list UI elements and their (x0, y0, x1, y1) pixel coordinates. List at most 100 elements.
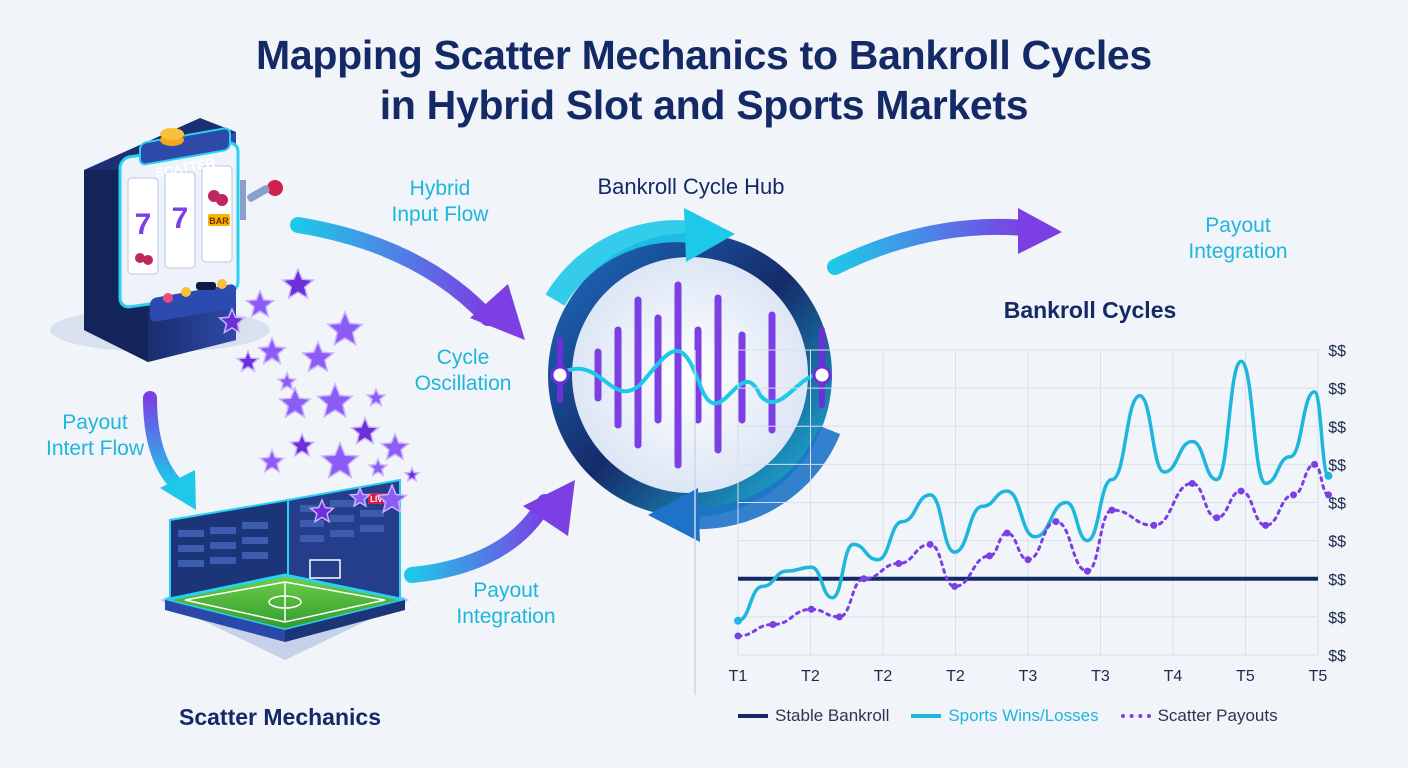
series-scatter-payouts-point (1262, 521, 1270, 529)
series-scatter-payouts-point (1213, 514, 1221, 522)
series-scatter-payouts (736, 462, 1330, 638)
legend-swatch (911, 714, 942, 718)
chart-legend: Stable Bankroll Sports Wins/Losses Scatt… (738, 704, 1300, 728)
scatter-star (276, 371, 298, 391)
hub-title: Bankroll Cycle Hub (597, 174, 785, 199)
scatter-star (235, 349, 261, 373)
series-scatter-payouts-point (1237, 487, 1245, 495)
series-scatter-payouts-point (1003, 529, 1011, 537)
chart-x-tick-label: T2 (801, 668, 820, 685)
scatter-star (217, 307, 247, 335)
chart-y-tick-label: $$ (1328, 457, 1346, 474)
scatter-star (403, 466, 421, 483)
scatter-star (320, 441, 360, 479)
hub-node-left (550, 365, 570, 385)
hub-cycle-arrowhead-top (684, 208, 735, 262)
legend-item-stable-bankroll: Stable Bankroll (738, 706, 889, 726)
chart-y-tick-label: $$ (1328, 648, 1346, 665)
hub-wave (556, 348, 823, 406)
series-scatter-payouts-point (1024, 556, 1032, 564)
payout-intert-arrowhead (160, 470, 196, 510)
series-sports-wins-losses-point (1324, 471, 1333, 480)
legend-swatch (738, 714, 768, 718)
hub-cycle-arrowhead-bottom (648, 488, 700, 542)
chart-x-tick-label: T3 (1091, 668, 1110, 685)
chart-y-tick-label: $$ (1328, 343, 1346, 360)
scatter-star (379, 432, 411, 461)
slot-bar-symbol: BAR (209, 216, 229, 226)
scatter-stars (217, 267, 421, 524)
slot-machine: 7 7 BAR SCATTER (50, 118, 283, 362)
series-scatter-payouts-point (1052, 518, 1060, 526)
series-scatter-payouts-point (1083, 567, 1091, 575)
payout-out-arrowhead (1018, 208, 1062, 254)
chart-x-tick-label: T1 (729, 668, 748, 685)
series-sports-wins-losses-point (734, 616, 742, 625)
scatter-star (288, 432, 316, 458)
chart-x-tick-label: T4 (1164, 668, 1183, 685)
chart-y-tick-label: $$ (1328, 419, 1346, 436)
series-scatter-payouts-point (1290, 491, 1298, 499)
series-scatter-payouts-point (986, 552, 994, 560)
series-scatter-payouts-point (734, 632, 742, 640)
hybrid-input-arrow (290, 217, 496, 326)
chart-y-tick-label: $$ (1328, 610, 1346, 627)
scatter-star (280, 267, 316, 300)
scatter-star (308, 498, 336, 524)
series-scatter-payouts-point (807, 605, 815, 613)
legend-item-sports-wins-losses: Sports Wins/Losses (911, 706, 1099, 726)
page-title: Mapping Scatter Mechanics to Bankroll Cy… (0, 30, 1408, 130)
scatter-star (349, 416, 381, 445)
legend-swatch (1120, 714, 1151, 718)
scatter-star (277, 386, 313, 419)
hybrid-input-arrowhead (470, 284, 525, 340)
svg-text:7: 7 (135, 208, 152, 241)
flow-arrows (143, 208, 1062, 583)
bankroll-cycle-hub (545, 208, 841, 542)
sports-pitch: LIVE (160, 478, 410, 660)
chart-y-tick-label: $$ (1328, 496, 1346, 513)
payout-intert-arrow (143, 391, 182, 490)
scatter-star (326, 310, 364, 347)
series-scatter-payouts-point (860, 575, 868, 583)
svg-text:7: 7 (172, 202, 189, 235)
title-line-2: in Hybrid Slot and Sports Markets (379, 82, 1029, 128)
series-scatter-payouts-point (1108, 506, 1116, 514)
chart-x-tick-label: T2 (874, 668, 893, 685)
scatter-star (244, 289, 276, 318)
scatter-star (300, 340, 336, 373)
chart-x-tick-label: T2 (946, 668, 965, 685)
series-scatter-payouts-point (1311, 460, 1319, 468)
legend-item-scatter-payouts: Scatter Payouts (1120, 706, 1278, 726)
scatter-star (375, 483, 409, 514)
scatter-star (316, 382, 354, 419)
series-scatter-payouts-point (895, 560, 903, 567)
chart-y-tick-label: $$ (1328, 381, 1346, 398)
payout-integration-arrowhead (523, 480, 575, 536)
series-scatter-payouts-point (1324, 491, 1332, 499)
series-scatter-payouts-point (1188, 479, 1196, 487)
chart-title: Bankroll Cycles (1003, 297, 1177, 323)
scatter-star (367, 457, 389, 477)
payout-out-arrow (827, 218, 1033, 275)
pitch-live-badge: LIVE (370, 495, 388, 504)
scatter-star (258, 448, 286, 474)
scatter-star (256, 336, 288, 365)
chart-x-tick-label: T3 (1019, 668, 1038, 685)
series-scatter-payouts-point (835, 613, 843, 621)
scatter-star (348, 486, 372, 508)
series-scatter-payouts-point (951, 582, 959, 590)
chart-x-tick-label: T5 (1309, 668, 1328, 685)
payout-integration-arrow (404, 494, 553, 583)
chart-x-tick-label: T5 (1236, 668, 1255, 685)
series-scatter-payouts-point (1150, 521, 1158, 529)
series-scatter-payouts-point (926, 540, 934, 548)
chart-y-tick-label: $$ (1328, 572, 1346, 589)
series-scatter-payouts-point (769, 621, 777, 628)
scatter-mechanics-label: Scatter Mechanics (179, 704, 381, 730)
